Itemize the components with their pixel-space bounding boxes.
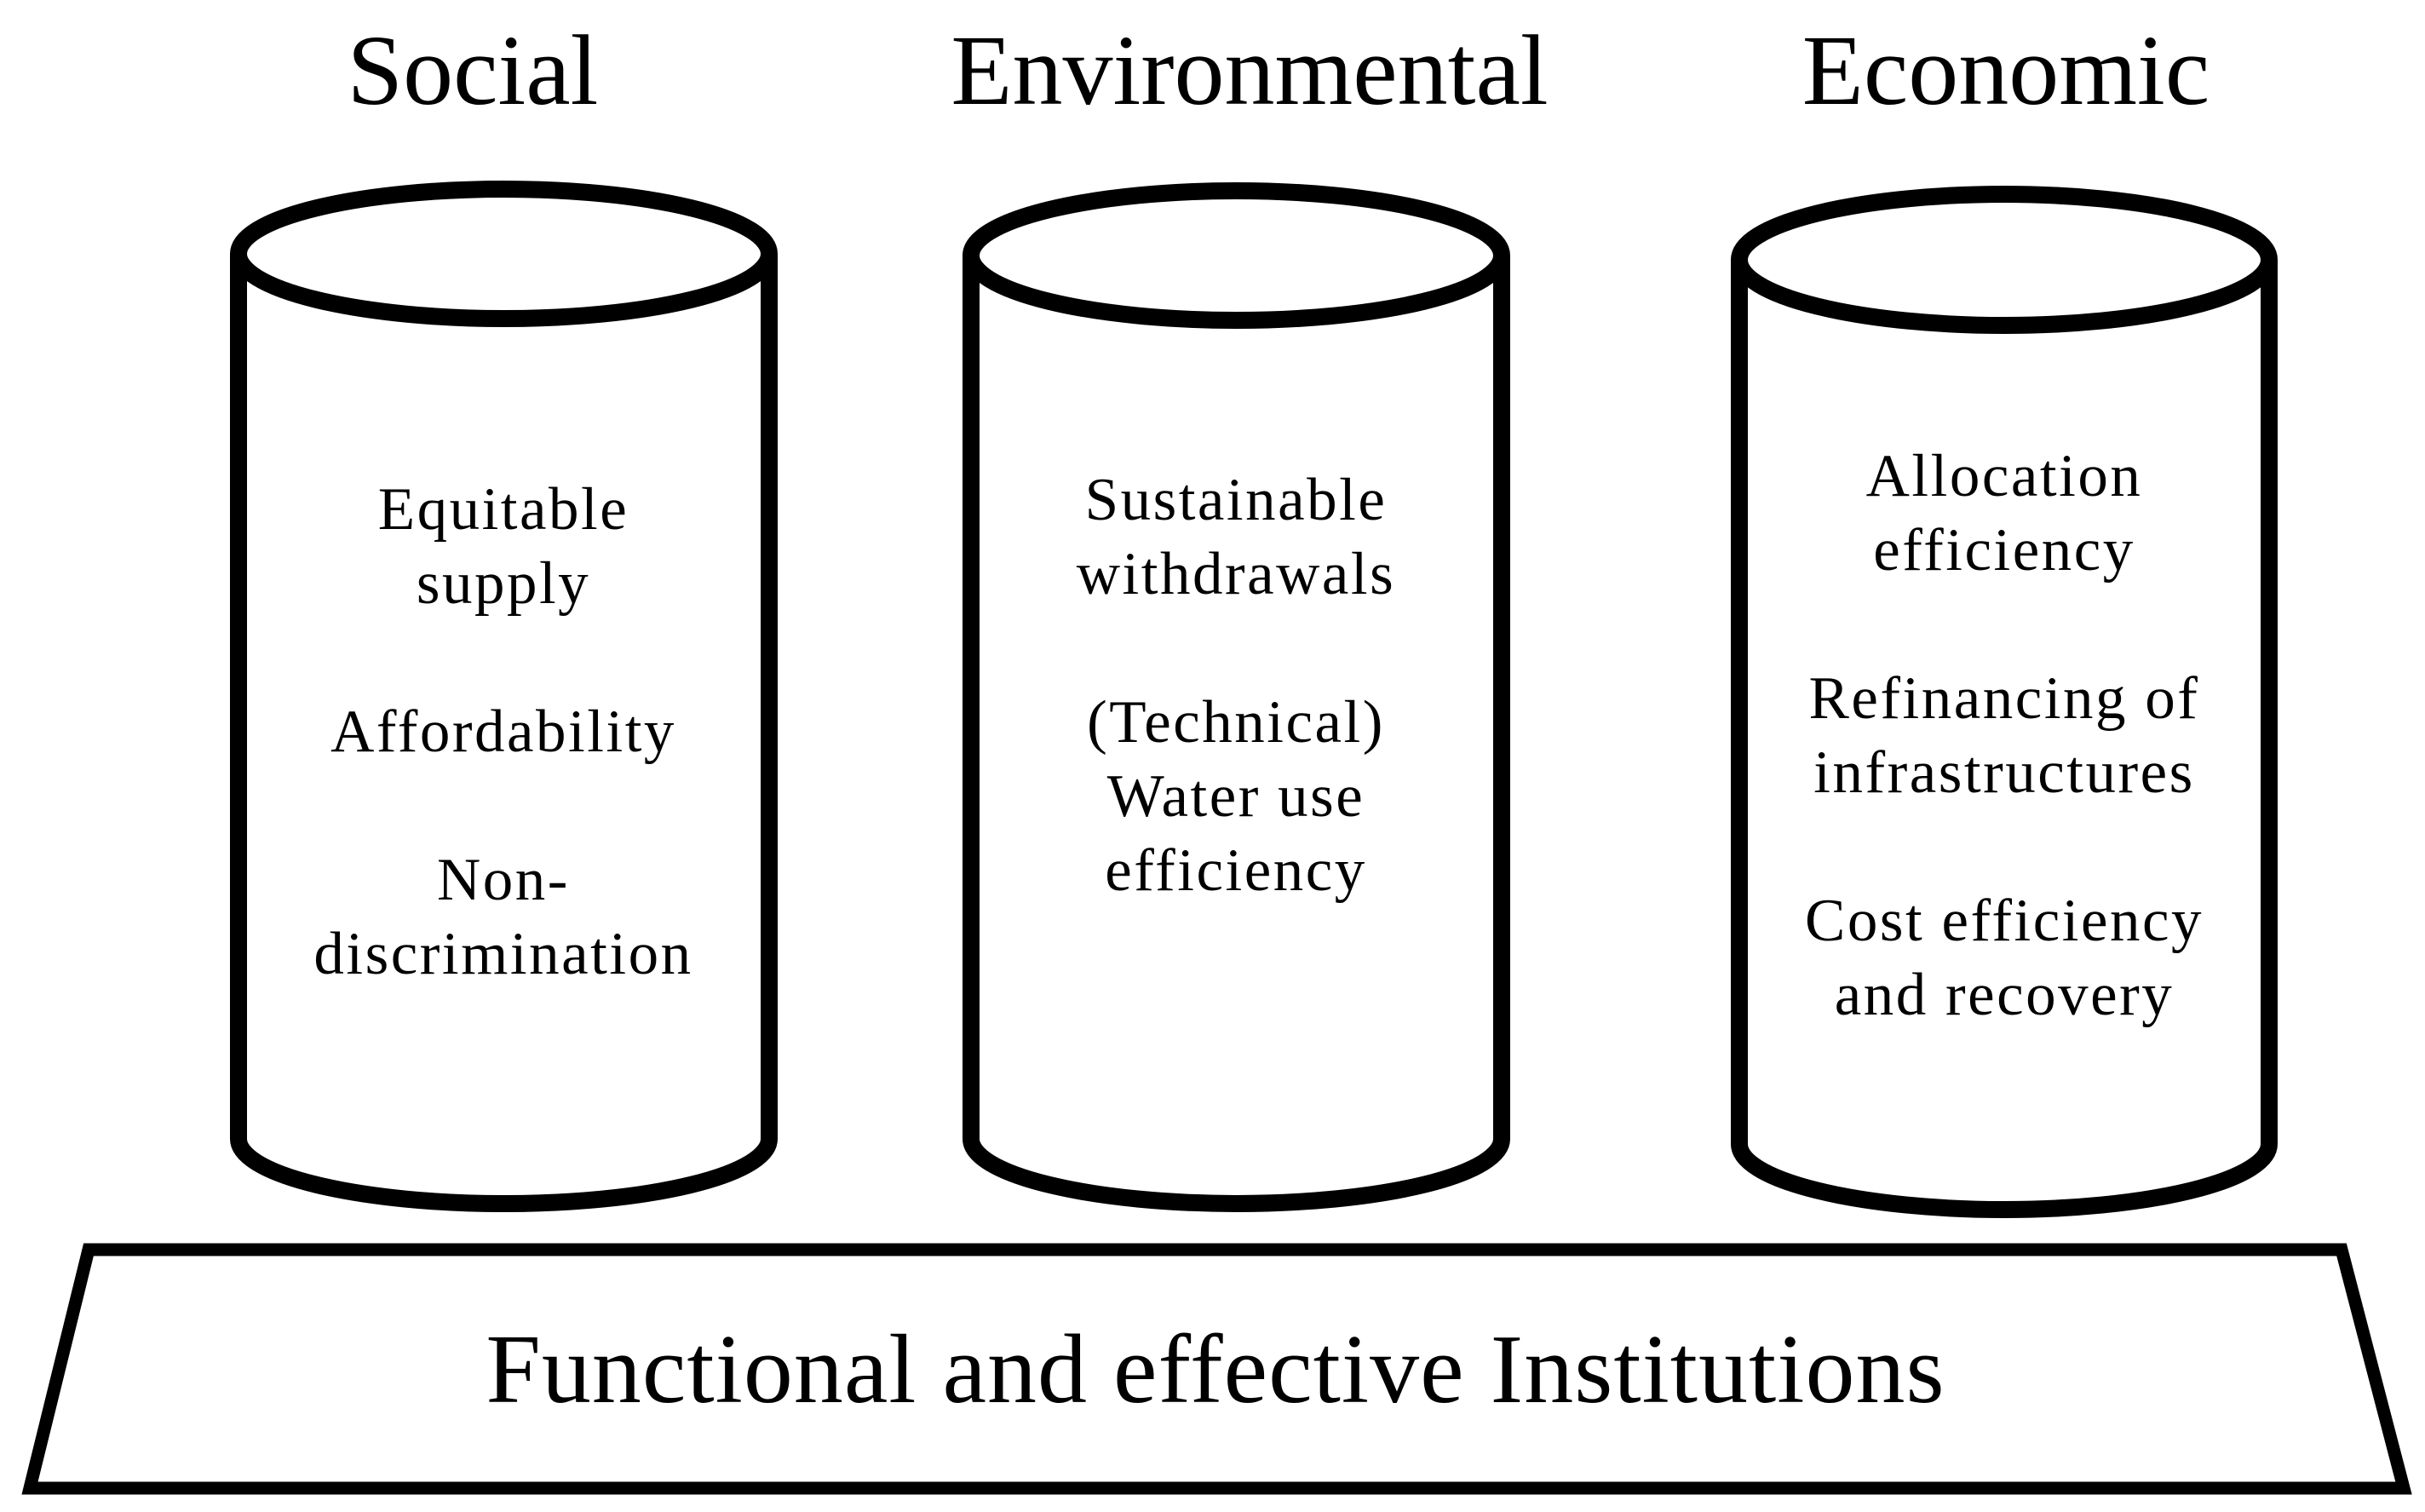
pillar-item: Affordability xyxy=(239,695,767,769)
pillar-item-line: infrastructures xyxy=(1813,739,2195,806)
pillar-cylinder-economic xyxy=(1731,186,2278,1218)
pillar-content-economic: Allocation efficiency Refinancing of inf… xyxy=(1740,440,2268,1032)
pillar-item-line: Refinancing of xyxy=(1808,665,2200,732)
pillar-item-line: Equitable xyxy=(377,476,629,543)
pillar-item-line: withdrawals xyxy=(1076,541,1396,607)
pillar-item: Refinancing of infrastructures xyxy=(1740,662,2268,810)
pillar-item-line: discrimination xyxy=(313,921,693,987)
pillar-item-line: Allocation xyxy=(1865,443,2143,509)
pillar-heading-environmental: Environmental xyxy=(951,14,1549,126)
foundation-label: Functional and effective Institutions xyxy=(486,1315,1945,1424)
pillar-item-line: and recovery xyxy=(1834,962,2175,1028)
pillar-item-line: efficiency xyxy=(1105,837,1367,904)
pillar-heading-economic: Economic xyxy=(1802,14,2210,126)
pillar-item-line: efficiency xyxy=(1873,517,2135,584)
pillar-cylinder-social xyxy=(230,181,778,1212)
pillar-heading-social: Social xyxy=(347,14,599,126)
pillar-item-line: Affordability xyxy=(330,699,676,765)
pillar-cylinder-environmental xyxy=(963,182,1510,1212)
pillar-content-environmental: Sustainable withdrawals (Technical) Wate… xyxy=(972,463,1500,908)
pillar-item: Sustainable withdrawals xyxy=(972,463,1500,612)
pillar-item-line: Sustainable xyxy=(1084,467,1388,533)
pillar-item: (Technical) Water use efficiency xyxy=(972,686,1500,908)
pillar-item-line: Water use xyxy=(1106,763,1365,830)
pillar-item: Allocation efficiency xyxy=(1740,440,2268,588)
pillar-content-social: Equitable supply Affordability Non- disc… xyxy=(239,473,767,992)
pillar-item: Cost efficiency and recovery xyxy=(1740,884,2268,1032)
foundation-trapezoid xyxy=(21,1243,2412,1495)
pillar-item: Equitable supply xyxy=(239,473,767,621)
pillar-item-line: supply xyxy=(416,550,591,617)
pillar-item-line: Non- xyxy=(437,847,570,913)
pillar-item-line: (Technical) xyxy=(1087,689,1385,756)
pillar-item: Non- discrimination xyxy=(239,843,767,992)
pillar-item-line: Cost efficiency xyxy=(1805,888,2204,954)
